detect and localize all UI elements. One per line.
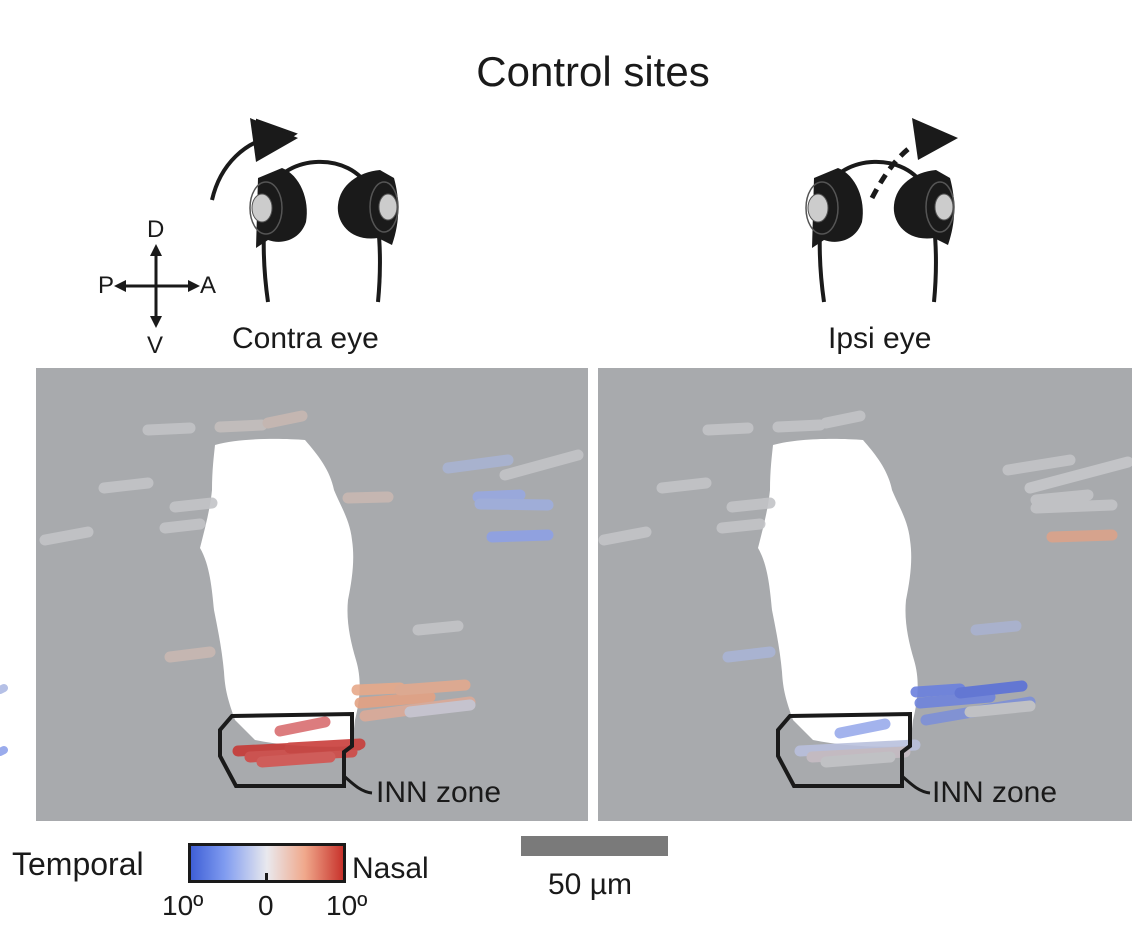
figure-title: Control sites xyxy=(476,48,710,95)
contra-inn-zone-outline xyxy=(218,711,354,788)
left-eye-icon xyxy=(805,168,863,248)
colorbar-tick-right: 10º xyxy=(326,890,368,921)
ipsi-panel xyxy=(598,368,1132,821)
colorbar-temporal-label: Temporal xyxy=(12,846,144,882)
scale-bar xyxy=(521,836,668,856)
dashed-rotation-arrow-icon xyxy=(869,144,914,200)
dorsal-label: D xyxy=(147,216,165,243)
contra-eye-schematic xyxy=(210,118,399,303)
orientation-compass xyxy=(114,244,200,328)
contra-white-region xyxy=(200,438,360,747)
right-eye-icon xyxy=(893,170,955,245)
colorbar-nasal-label: Nasal xyxy=(352,852,429,885)
contra-strokes xyxy=(39,410,584,768)
ventral-label: V xyxy=(147,332,164,359)
colorbar-tick-zero: 0 xyxy=(258,890,274,921)
ipsi-eye-schematic xyxy=(805,118,958,303)
ipsi-strokes xyxy=(598,410,1132,768)
anterior-label: A xyxy=(200,272,217,299)
colorbar-zero-tick xyxy=(265,873,268,881)
contra-inn-zone-label: INN zone xyxy=(376,776,502,809)
ipsi-inn-zone-label: INN zone xyxy=(932,776,1058,809)
contra-inn-pointer xyxy=(342,774,373,795)
scale-bar-label: 50 µm xyxy=(548,868,632,901)
ipsi-inn-pointer xyxy=(900,774,931,795)
contra-panel xyxy=(36,368,588,821)
ipsi-inn-zone-outline xyxy=(776,711,912,788)
contra-eye-label: Contra eye xyxy=(232,322,379,355)
ipsi-eye-label: Ipsi eye xyxy=(828,322,932,355)
right-eye-icon xyxy=(337,170,399,245)
left-eye-icon xyxy=(249,168,307,248)
colorbar-tick-left: 10º xyxy=(162,890,204,921)
ipsi-white-region xyxy=(758,438,918,747)
posterior-label: P xyxy=(98,272,115,299)
